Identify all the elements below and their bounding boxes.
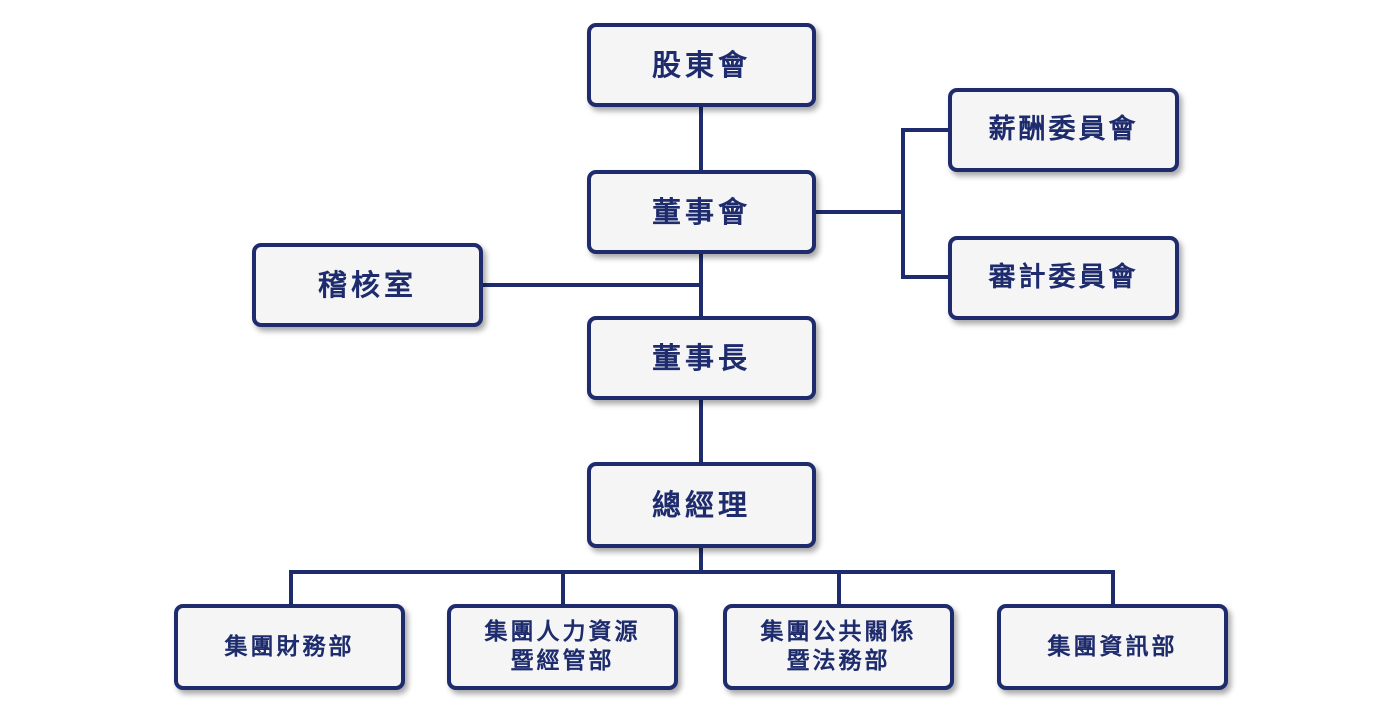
hr-department-node: 集團人力資源 暨經管部 bbox=[447, 604, 678, 690]
chairman-label: 董事長 bbox=[651, 340, 751, 375]
audit-committee-node: 審計委員會 bbox=[948, 236, 1179, 320]
finance-department-node: 集團財務部 bbox=[174, 604, 405, 690]
general-manager-label: 總經理 bbox=[651, 487, 751, 522]
board-label: 董事會 bbox=[651, 194, 751, 229]
general-manager-node: 總經理 bbox=[587, 462, 816, 548]
pr-legal-department-node: 集團公共關係 暨法務部 bbox=[723, 604, 954, 690]
audit-committee-label: 審計委員會 bbox=[988, 262, 1139, 294]
it-department-label: 集團資訊部 bbox=[1047, 633, 1178, 660]
remuneration-committee-label: 薪酬委員會 bbox=[988, 114, 1139, 146]
audit-office-node: 稽核室 bbox=[252, 243, 483, 327]
remuneration-committee-node: 薪酬委員會 bbox=[948, 88, 1179, 172]
audit-office-label: 稽核室 bbox=[317, 267, 417, 302]
board-node: 董事會 bbox=[587, 170, 816, 254]
finance-department-label: 集團財務部 bbox=[224, 633, 355, 660]
pr-legal-department-label-line1: 集團公共關係 bbox=[760, 619, 917, 646]
hr-department-label-line1: 集團人力資源 bbox=[484, 619, 641, 646]
shareholders-label: 股東會 bbox=[651, 47, 751, 82]
hr-department-label-line2: 暨經管部 bbox=[510, 648, 615, 674]
pr-legal-department-label-line2: 暨法務部 bbox=[786, 648, 891, 674]
it-department-node: 集團資訊部 bbox=[997, 604, 1228, 690]
chairman-node: 董事長 bbox=[587, 316, 816, 400]
shareholders-node: 股東會 bbox=[587, 23, 816, 107]
